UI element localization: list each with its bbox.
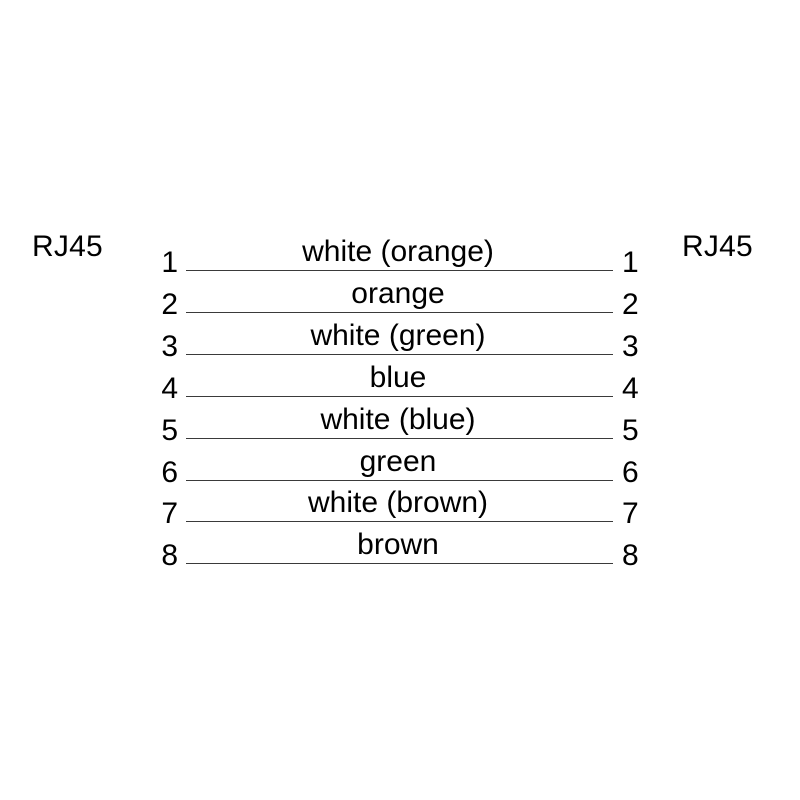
- wire-color-label: orange: [351, 277, 445, 310]
- wire-line: [186, 270, 613, 271]
- right-pin-number: 5: [622, 414, 639, 447]
- wire-color-label: green: [359, 445, 437, 478]
- left-pin-number: 2: [161, 288, 178, 321]
- left-pin-number: 4: [161, 372, 178, 405]
- left-connector-label: RJ45: [32, 230, 103, 263]
- left-pin-number: 6: [161, 456, 178, 489]
- wire-line: [186, 563, 613, 564]
- wire-line: [186, 438, 613, 439]
- wire-color-label: blue: [369, 361, 427, 394]
- left-pin-number: 5: [161, 414, 178, 447]
- wire-line: [186, 354, 613, 355]
- right-pin-number: 6: [622, 456, 639, 489]
- left-pin-number: 8: [161, 539, 178, 572]
- right-pin-number: 4: [622, 372, 639, 405]
- wire-color-label: white (green): [310, 319, 486, 352]
- right-pin-number: 3: [622, 330, 639, 363]
- wire-color-label: brown: [357, 528, 439, 561]
- wire-line: [186, 312, 613, 313]
- right-connector-label: RJ45: [682, 230, 753, 263]
- right-pin-number: 1: [622, 246, 639, 279]
- left-pin-number: 3: [161, 330, 178, 363]
- wire-line: [186, 480, 613, 481]
- right-pin-number: 2: [622, 288, 639, 321]
- right-pin-number: 8: [622, 539, 639, 572]
- wire-color-label: white (orange): [302, 235, 494, 268]
- right-pin-number: 7: [622, 497, 639, 530]
- wire-color-label: white (blue): [320, 403, 476, 436]
- wire-line: [186, 396, 613, 397]
- left-pin-number: 7: [161, 497, 178, 530]
- left-pin-number: 1: [161, 246, 178, 279]
- wire-line: [186, 521, 613, 522]
- wire-color-label: white (brown): [307, 486, 489, 519]
